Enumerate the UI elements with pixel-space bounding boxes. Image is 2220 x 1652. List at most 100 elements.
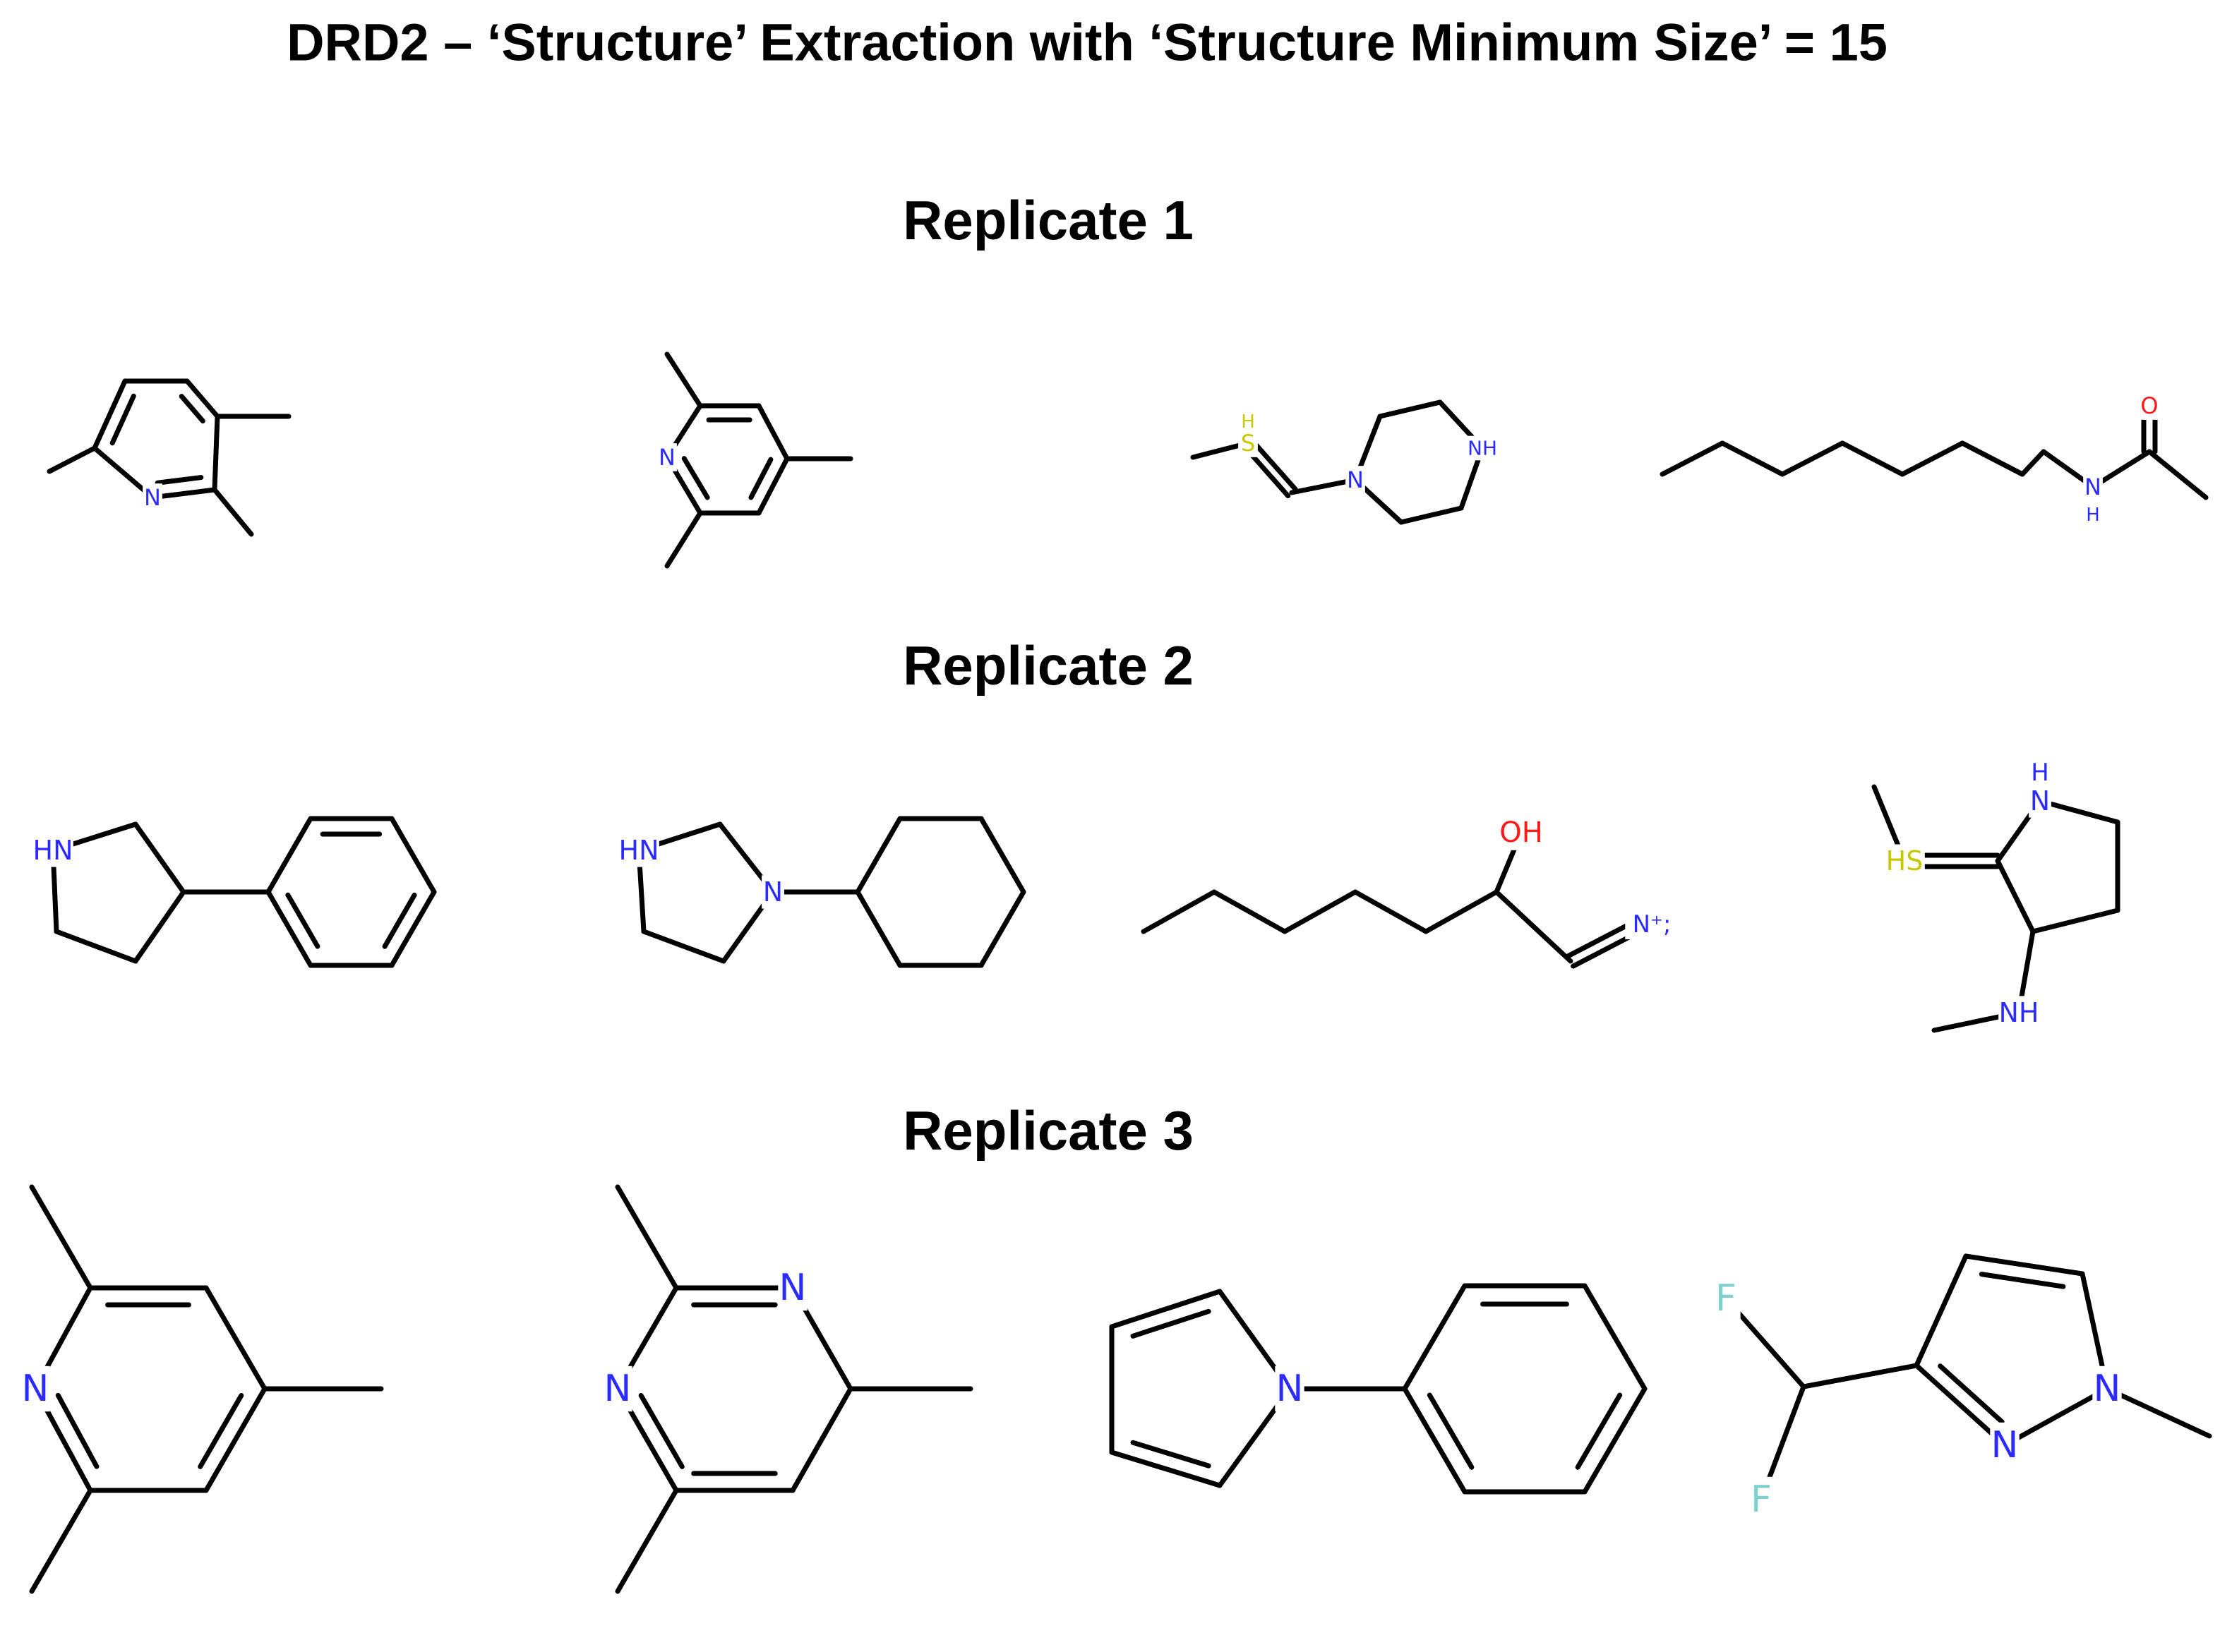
methyl-bond [29, 1184, 93, 1291]
molecule-r3-2: NN [603, 1184, 973, 1594]
bond [389, 816, 437, 895]
atom-label-background [32, 833, 73, 867]
double-bond-line [155, 475, 204, 486]
atom-label-background [1884, 844, 1925, 878]
double-bond-line [1575, 1392, 1623, 1470]
hydrogen-atom: H [1241, 411, 1255, 433]
atom-label-background [603, 1365, 632, 1412]
double-bond-line [1249, 437, 1298, 492]
bond [1494, 889, 1573, 964]
hydroxyl-group: OH [1499, 816, 1543, 849]
bond [92, 378, 128, 451]
atom-label-background [1275, 1365, 1304, 1412]
molecule-r1-1: N [47, 378, 292, 537]
bond [1963, 1253, 2085, 1277]
bond [54, 929, 138, 964]
atom-label-background [1711, 1275, 1741, 1322]
nh-atom: HN [619, 835, 659, 866]
atom-label-background [657, 443, 677, 471]
bond [641, 929, 726, 964]
replicate-1-heading: Replicate 1 [903, 189, 1194, 251]
bond [1914, 1363, 2008, 1448]
double-bond-line [638, 1393, 685, 1469]
bond [2037, 798, 2120, 825]
methyl-bond [615, 1488, 679, 1594]
atom-label-background [1499, 815, 1543, 850]
double-bond-line [748, 457, 774, 500]
double-bond-line [1979, 1272, 2066, 1289]
atom-label-background [2140, 392, 2159, 420]
chain-bond [1282, 889, 1358, 934]
nh-atom: HN [33, 835, 73, 866]
bond [1914, 1253, 1969, 1368]
figure-title: DRD2 – ‘Structure’ Extraction with ‘Stru… [287, 13, 1888, 72]
nitrogen-atom: N [779, 1267, 807, 1309]
nh-atom: NH [1468, 437, 1497, 460]
atom-label-background [1990, 1422, 2020, 1469]
methyl-bond [664, 510, 703, 569]
thiol-atom: HS [1886, 845, 1924, 876]
methyl-bond [47, 445, 97, 474]
bond [978, 816, 1026, 895]
nitrogen-atom: N [659, 444, 676, 471]
double-bond-line [55, 1392, 100, 1469]
nitrogen-atom: N [22, 1368, 49, 1410]
bond [212, 414, 220, 493]
molecule-r3-3: N [1109, 1283, 1648, 1495]
atom-label-background [1345, 466, 1365, 494]
methyl-bond [29, 1488, 93, 1594]
atom-label-background [1625, 909, 1679, 940]
double-bond-line [179, 394, 205, 424]
bond [1289, 477, 1358, 495]
molecule-r1-4: NHO [1660, 392, 2209, 526]
chain-bond [1141, 889, 1217, 934]
bond [389, 889, 437, 968]
atom-label-background [1998, 996, 2039, 1030]
methyl-bond [2104, 1386, 2212, 1439]
bond [203, 1386, 268, 1493]
chain-bond [1720, 440, 1785, 477]
atom-label-background [1238, 429, 1258, 457]
bond [1995, 858, 2036, 934]
bond [1582, 1386, 1648, 1495]
double-bond-line [382, 892, 417, 949]
bond [150, 487, 217, 500]
bond [265, 889, 313, 968]
double-bond-line [1427, 1392, 1475, 1470]
atom-label-background [20, 1365, 50, 1412]
bond [855, 816, 903, 895]
atom-label-background [762, 875, 784, 909]
bond [790, 1386, 853, 1493]
atom-label-background [2092, 1365, 2122, 1412]
chain-bond [1660, 440, 1725, 477]
bond [978, 889, 1026, 968]
double-bond-line [1938, 1363, 2005, 1425]
molecule-r2-3: OH N⁺; [1141, 815, 1679, 969]
methyl-bond [212, 487, 254, 537]
bond [855, 889, 903, 968]
atom-label-background [1746, 1476, 1776, 1523]
double-bond-line [285, 892, 320, 949]
nitrogen-atom: N [1276, 1368, 1304, 1410]
bond [1801, 1363, 1919, 1389]
double-bond-line [681, 456, 710, 500]
bond [1109, 1289, 1223, 1330]
nitrogen-atom: N [1991, 1424, 2019, 1466]
atom-label-background [618, 833, 659, 867]
bond [1402, 1283, 1468, 1392]
chain-bond [1780, 440, 1845, 477]
methyl-bond [615, 1184, 679, 1291]
double-bond-line [1130, 1440, 1211, 1469]
bond [1398, 505, 1464, 525]
iminium-atom: N⁺; [1633, 910, 1672, 939]
nitrogen-atom: N [2084, 474, 2101, 500]
molecule-r2-2: HN N [618, 816, 1026, 968]
nitrogen-atom: N [144, 484, 161, 511]
nitrogen-atom: N [763, 876, 783, 908]
atom-label-background [143, 483, 162, 512]
bond [133, 821, 186, 895]
